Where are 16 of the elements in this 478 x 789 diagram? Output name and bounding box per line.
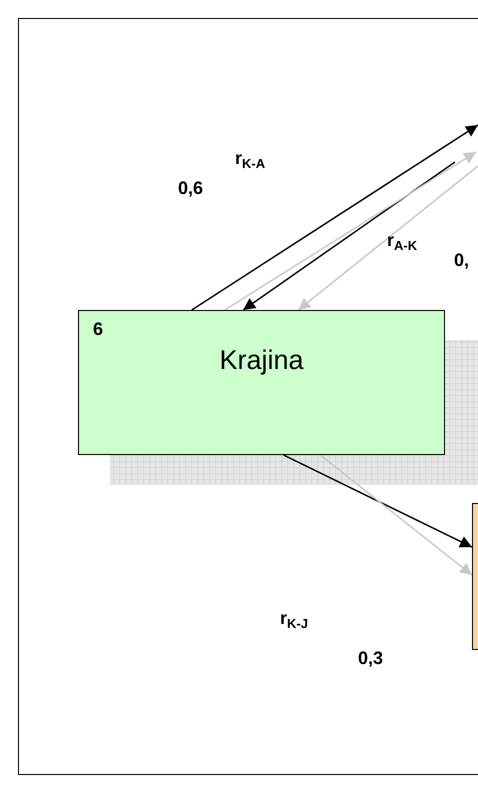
rate-label: r$_{K-J}$ bbox=[280, 608, 308, 631]
arrow bbox=[242, 161, 456, 311]
rate-value: 0,3 bbox=[358, 648, 384, 669]
rate-label: r$_{A-K}$ bbox=[387, 230, 418, 253]
region-name: Krajina bbox=[218, 345, 305, 376]
box-shape bbox=[472, 503, 478, 650]
rate-value: 0, bbox=[454, 250, 470, 271]
arrow bbox=[320, 454, 472, 576]
rate-value: 0,6 bbox=[178, 178, 204, 199]
arrow bbox=[283, 454, 472, 548]
arrow bbox=[298, 165, 478, 311]
arrow bbox=[191, 124, 478, 311]
region-box bbox=[78, 310, 445, 455]
arrow bbox=[224, 151, 476, 311]
region-number: 6 bbox=[93, 319, 104, 340]
rate-label: r$_{K-A}$ bbox=[235, 148, 266, 171]
